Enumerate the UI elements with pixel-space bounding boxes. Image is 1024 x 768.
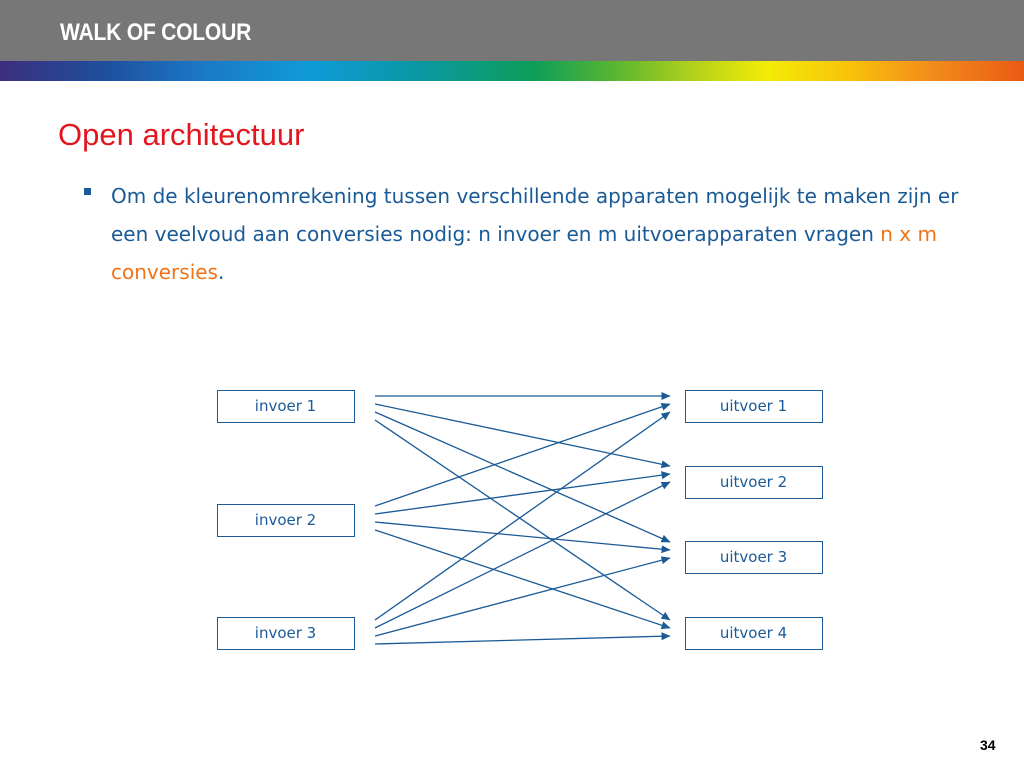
boxes-layer: invoer 1 invoer 2 invoer 3 uitvoer 1 uitvoer…	[217, 390, 823, 650]
arrow-invoer-1-to-uitvoer-4	[374, 419, 671, 621]
arrow-invoer-1-to-uitvoer-3	[374, 411, 671, 543]
output-box-3-label: uitvoer 3	[720, 548, 787, 566]
arrow-invoer-3-to-uitvoer-4	[374, 632, 671, 645]
bullet-text-main: Om de kleurenomrekening tussen verschill…	[111, 184, 959, 246]
arrow-invoer-2-to-uitvoer-4	[374, 529, 671, 630]
output-box-3-border	[685, 541, 823, 574]
bullet-text-end: .	[217, 260, 225, 284]
input-box-2-label: invoer 2	[255, 511, 316, 529]
header-title: WALK OF COLOUR	[60, 19, 252, 46]
output-box-4-label: uitvoer 4	[720, 624, 787, 642]
square-bullet-icon	[84, 188, 91, 195]
slide-title: Open architectuur	[58, 117, 305, 152]
output-box-4: uitvoer 4	[685, 617, 823, 650]
page-number: 34	[980, 737, 996, 753]
output-box-1-label: uitvoer 1	[720, 397, 787, 415]
output-box-1-border	[685, 390, 823, 423]
input-box-1-border	[217, 390, 355, 423]
output-box-2-label: uitvoer 2	[720, 473, 787, 491]
arrow-invoer-1-to-uitvoer-2	[374, 403, 671, 469]
bullet-text: Om de kleurenomrekening tussen verschill…	[111, 177, 1001, 291]
bullet-highlight: n x m conversies	[111, 222, 937, 284]
input-box-1: invoer 1	[217, 390, 355, 423]
arrow-invoer-3-to-uitvoer-1	[374, 411, 671, 621]
input-box-2: invoer 2	[217, 504, 355, 537]
arrow-invoer-2-to-uitvoer-3	[374, 521, 671, 554]
header-bar: WALK OF COLOUR	[0, 0, 1024, 61]
arrow-invoer-2-to-uitvoer-1	[374, 402, 671, 507]
output-box-2: uitvoer 2	[685, 466, 823, 499]
arrow-invoer-3-to-uitvoer-2	[374, 481, 671, 629]
output-box-1: uitvoer 1	[685, 390, 823, 423]
output-box-4-border	[685, 617, 823, 650]
output-box-3: uitvoer 3	[685, 541, 823, 574]
input-box-3: invoer 3	[217, 617, 355, 650]
color-spectrum-band	[0, 61, 1024, 81]
input-box-1-label: invoer 1	[255, 397, 316, 415]
arrow-invoer-3-to-uitvoer-3	[374, 556, 671, 637]
input-box-2-border	[217, 504, 355, 537]
input-box-3-label: invoer 3	[255, 624, 316, 642]
output-box-2-border	[685, 466, 823, 499]
arrows-layer	[374, 392, 671, 645]
input-box-3-border	[217, 617, 355, 650]
arrow-invoer-2-to-uitvoer-2	[374, 471, 671, 515]
